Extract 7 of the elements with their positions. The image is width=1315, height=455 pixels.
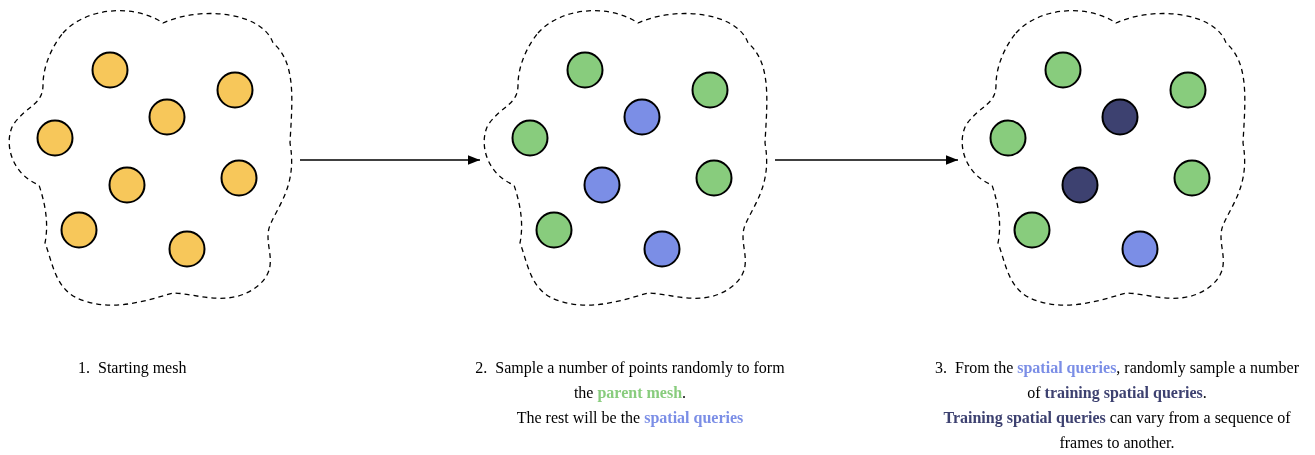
node-label: Training spatial queries can vary from a sequence of frames to another.	[942, 408, 1292, 453]
arrow	[299, 155, 481, 165]
node-label: 2. Sample a number of points randomly to form the parent mesh.	[474, 358, 786, 404]
node-label: 3. From the spatial queries, randomly sample a number of training spatial queries.	[934, 358, 1300, 404]
node-label: 1. Starting mesh	[78, 358, 188, 379]
node-label: The rest will be the spatial queries	[515, 408, 745, 429]
arrow	[774, 155, 959, 165]
